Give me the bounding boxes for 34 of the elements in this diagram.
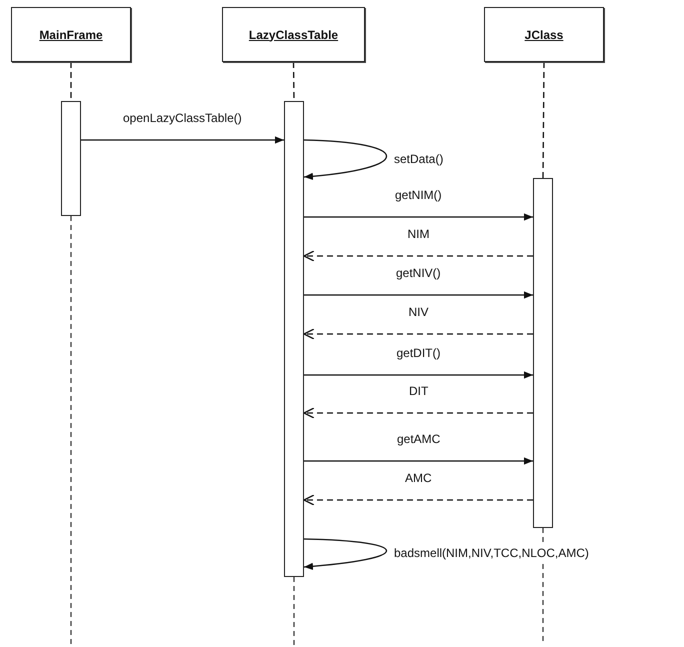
object-box (222, 7, 365, 62)
message-label: getNIV() (394, 266, 443, 280)
return-arrow (303, 407, 533, 419)
return-arrow (303, 328, 533, 340)
message-arrow (304, 213, 533, 221)
message-label: AMC (403, 471, 434, 485)
message-arrow (304, 371, 533, 379)
object-name: JClass (524, 28, 564, 42)
message-label: DIT (407, 384, 430, 398)
return-arrow (303, 494, 533, 506)
lifeline (542, 62, 545, 178)
lifeline (292, 62, 295, 101)
object-box (11, 7, 131, 62)
object-name: LazyClassTable (248, 28, 338, 42)
message-label: setData() (392, 152, 446, 166)
activation-bar (284, 101, 304, 577)
activation-bar (61, 101, 81, 216)
activation-bar (533, 178, 553, 528)
self-message-arrow (304, 538, 387, 570)
message-arrow (304, 291, 533, 299)
object-box (484, 7, 604, 62)
message-label: badsmell(NIM,NIV,TCC,NLOC,AMC) (392, 546, 591, 560)
message-label: getDIT() (394, 346, 443, 360)
message-label: NIM (406, 227, 432, 241)
object-name: MainFrame (39, 28, 103, 42)
message-label: openLazyClassTable() (121, 111, 244, 125)
message-label: NIV (406, 305, 431, 319)
message-label: getNIM() (393, 188, 444, 202)
self-message-arrow (304, 139, 387, 180)
message-label: getAMC (395, 432, 442, 446)
message-arrow (304, 457, 533, 465)
return-arrow (303, 250, 533, 262)
message-arrow (81, 136, 284, 144)
lifeline (70, 62, 72, 101)
